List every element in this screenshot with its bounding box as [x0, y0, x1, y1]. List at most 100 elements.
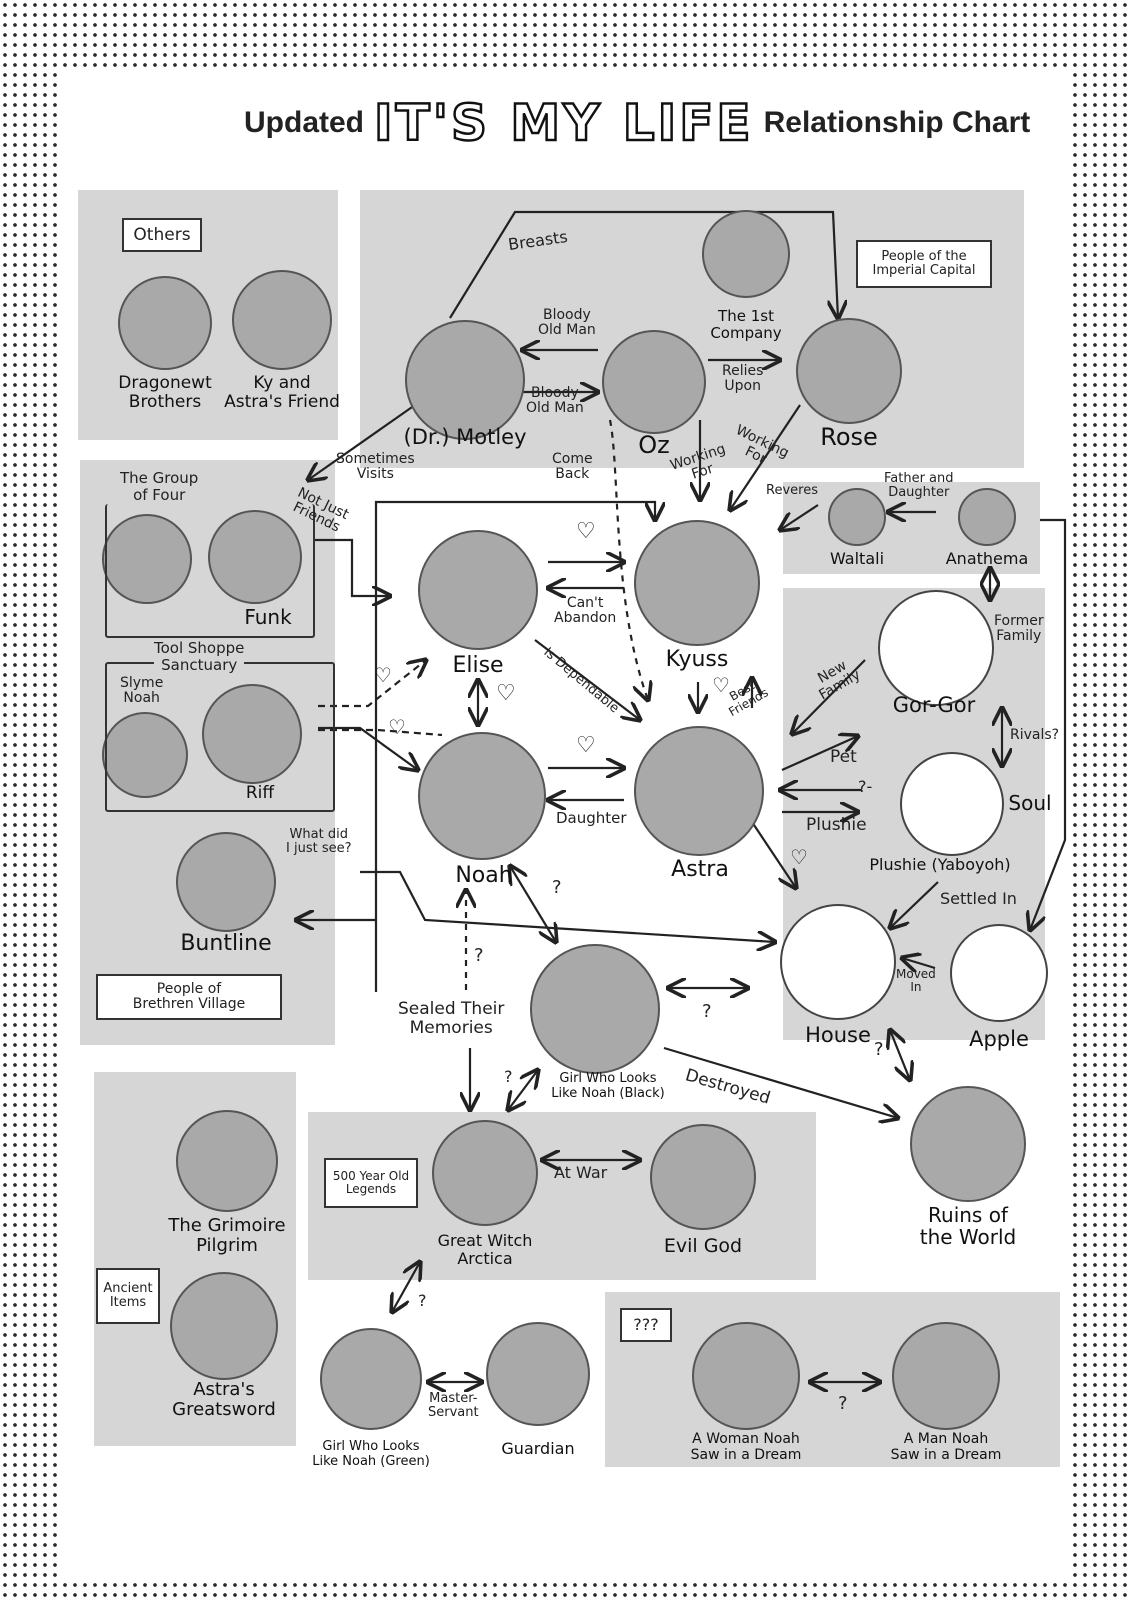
- edge-settled-in: [890, 881, 939, 928]
- portrait-guardian: [486, 1322, 590, 1426]
- node-man-dream: A Man Noah Saw in a Dream: [891, 1322, 1001, 1463]
- heart-riff-noah: ♡: [388, 715, 406, 739]
- edge-noah-girl-black: [510, 866, 556, 942]
- node-girl-green: Girl Who Looks Like Noah (Green): [312, 1328, 430, 1468]
- portrait-first-company: [702, 210, 790, 298]
- portrait-rose: [796, 318, 902, 424]
- edge-label-moved-in: Moved In: [896, 967, 936, 995]
- node-anathema: Anathema: [946, 488, 1028, 567]
- edge-label-cant-abandon: Can't Abandon: [554, 595, 617, 627]
- label-elise: Elise: [452, 653, 504, 678]
- label-funk: Funk: [244, 605, 292, 629]
- node-rose: Rose: [796, 318, 902, 450]
- portrait-waltali: [828, 488, 886, 546]
- portrait-astra: [634, 726, 764, 856]
- heart-kyuss-astra: ♡: [712, 673, 730, 697]
- node-astra: Astra: [634, 726, 764, 882]
- q-girl-house: ?: [702, 1001, 712, 1022]
- portrait-riff: [202, 684, 302, 784]
- portrait-elise: [418, 530, 538, 650]
- label-motley: (Dr.) Motley: [403, 425, 527, 449]
- heart-elise-kyuss: ♡: [576, 519, 596, 544]
- node-slyme-noah: [102, 712, 188, 798]
- edge-house-ruins: [890, 1030, 910, 1080]
- q-sealed-noah: ?: [474, 945, 484, 966]
- edge-label-relies-upon: Relies Upon: [722, 363, 764, 395]
- portrait-ruins: [910, 1086, 1026, 1202]
- edge-gorgor-astra: [792, 659, 866, 734]
- title-prefix: Updated: [244, 106, 364, 139]
- label-oz: Oz: [638, 431, 670, 459]
- edge-reveres: [780, 504, 819, 530]
- portrait-anathema: [958, 488, 1016, 546]
- edge-label-sealed-memories: Sealed Their Memories: [398, 999, 505, 1038]
- node-dragonewt-brothers: Dragonewt Brothers: [118, 276, 212, 412]
- q-girl-arctica: ?: [504, 1067, 513, 1086]
- node-noah: Noah: [418, 732, 546, 888]
- heart-noah-astra: ♡: [576, 733, 596, 758]
- edge-shoppe-noah: [318, 728, 443, 737]
- label-arctica: Great Witch Arctica: [437, 1231, 533, 1268]
- node-apple: Apple: [950, 924, 1048, 1051]
- label-greatsword: Astra's Greatsword: [172, 1379, 276, 1421]
- node-gorgor: Gor-Gor: [878, 590, 994, 717]
- edge-girl-black-arctica: [508, 1070, 538, 1110]
- portrait-evil-god: [650, 1124, 756, 1230]
- edge-what-did-i-see: [360, 870, 775, 942]
- portrait-girl-green: [320, 1328, 422, 1430]
- q-arctica-green: ?: [418, 1291, 427, 1310]
- label-ky: Ky and Astra's Friend: [224, 373, 340, 413]
- label-noah: Noah: [455, 863, 513, 888]
- portrait-group-of-four: [102, 514, 192, 604]
- node-motley: (Dr.) Motley: [404, 320, 527, 449]
- q-noah-girl: ?: [552, 877, 562, 898]
- group-label-brethren-village: People of Brethren Village: [96, 974, 282, 1020]
- edge-elise-astra: [534, 639, 640, 720]
- label-slyme-noah: Slyme Noah: [120, 675, 164, 707]
- portrait-oz: [602, 330, 706, 434]
- heart-shoppe-elise: ♡: [374, 663, 392, 687]
- portrait-buntline: [176, 832, 276, 932]
- heart-astra-house: ♡: [790, 845, 808, 869]
- node-funk: Funk: [208, 510, 302, 628]
- node-soul: Soul Plushie (Yaboyoh): [869, 752, 1052, 873]
- label-gorgor: Gor-Gor: [892, 693, 976, 717]
- label-soul-plushie: Plushie (Yaboyoh): [869, 855, 1011, 874]
- group-label-others: Others: [122, 218, 202, 252]
- q-house-ruins: ?: [874, 1039, 884, 1060]
- portrait-funk: [208, 510, 302, 604]
- edge-astra-gorgor: [781, 736, 858, 772]
- edge-label-come-back: Come Back: [552, 451, 593, 483]
- portrait-woman-dream: [692, 1322, 800, 1430]
- group-label-imperial-capital: People of the Imperial Capital: [856, 240, 992, 288]
- edge-arctica-girl-green: [392, 1262, 420, 1312]
- label-soul: Soul: [1008, 791, 1052, 815]
- portrait-grimoire: [176, 1110, 278, 1212]
- node-oz: Oz: [602, 330, 706, 458]
- label-ruins: Ruins of the World: [919, 1203, 1017, 1250]
- edge-label-settled-in: Settled In: [940, 889, 1017, 908]
- label-apple: Apple: [969, 1027, 1029, 1051]
- portrait-noah: [418, 732, 546, 860]
- label-guardian: Guardian: [501, 1439, 575, 1458]
- group-label-unknown: ???: [620, 1308, 672, 1342]
- edge-label-rivals: Rivals?: [1010, 727, 1060, 743]
- edge-label-daughter: Daughter: [556, 809, 627, 827]
- label-man-dream: A Man Noah Saw in a Dream: [890, 1431, 1002, 1463]
- edge-label-at-war: At War: [554, 1163, 608, 1182]
- label-house: House: [805, 1023, 871, 1047]
- portrait-ky: [232, 270, 332, 370]
- edge-not-just-friends: [374, 500, 655, 992]
- node-riff: Riff: [202, 684, 302, 803]
- label-kyuss: Kyuss: [665, 647, 729, 672]
- node-ruins: Ruins of the World: [910, 1086, 1026, 1249]
- node-kyuss: Kyuss: [634, 520, 760, 672]
- node-elise: Elise: [418, 530, 538, 678]
- label-riff: Riff: [245, 783, 275, 803]
- label-buntline: Buntline: [180, 931, 272, 956]
- node-grimoire: The Grimoire Pilgrim: [168, 1110, 286, 1256]
- portrait-man-dream: [892, 1322, 1000, 1430]
- label-girl-green: Girl Who Looks Like Noah (Green): [312, 1439, 430, 1469]
- label-girl-black: Girl Who Looks Like Noah (Black): [551, 1071, 665, 1101]
